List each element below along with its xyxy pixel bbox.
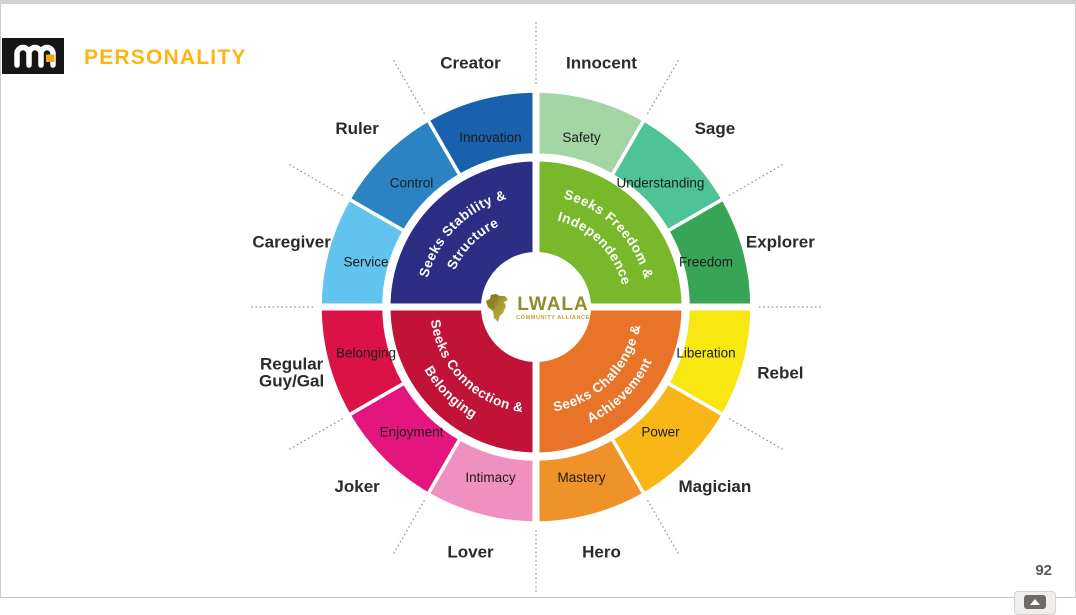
- attribute-label: Understanding: [617, 176, 705, 191]
- center-logo: LWALA COMMUNITY ALLIANCE: [462, 282, 612, 334]
- divider-line: [288, 417, 344, 451]
- archetype-label: Lover: [447, 542, 494, 561]
- center-logo-subtitle: COMMUNITY ALLIANCE: [516, 314, 590, 321]
- divider-line: [392, 499, 426, 555]
- divider-line: [728, 417, 784, 451]
- attribute-label: Innovation: [459, 130, 521, 145]
- page-title: PERSONALITY: [84, 46, 247, 69]
- arrow-up-icon: [1024, 595, 1046, 609]
- divider-line: [728, 163, 784, 197]
- attribute-label: Control: [390, 176, 434, 191]
- archetype-label: Sage: [695, 119, 736, 138]
- divider-line: [646, 59, 680, 115]
- archetype-label: Joker: [334, 477, 380, 496]
- divider-line: [392, 59, 426, 115]
- attribute-label: Liberation: [676, 346, 735, 361]
- archetype-label: Ruler: [335, 119, 379, 138]
- archetype-label: Innocent: [566, 54, 637, 73]
- divider-line: [288, 163, 344, 197]
- attribute-label: Intimacy: [465, 470, 516, 485]
- attribute-label: Safety: [562, 130, 601, 145]
- page-number: 92: [1035, 562, 1052, 579]
- collapse-panel-button[interactable]: [1014, 591, 1056, 615]
- center-logo-name: LWALA: [517, 293, 589, 315]
- attribute-label: Service: [343, 254, 388, 269]
- archetype-label: Caregiver: [252, 233, 331, 252]
- archetype-label: Explorer: [746, 233, 815, 252]
- window-top-bar: [0, 0, 1076, 4]
- archetype-label: Rebel: [757, 363, 803, 382]
- divider-line: [646, 499, 680, 555]
- attribute-label: Mastery: [558, 470, 606, 485]
- attribute-label: Power: [641, 424, 680, 439]
- archetype-label: Magician: [679, 477, 752, 496]
- brand-monogram-icon: [2, 38, 64, 74]
- attribute-label: Enjoyment: [380, 424, 444, 439]
- archetype-label: Creator: [440, 54, 501, 73]
- africa-map-icon: [486, 294, 509, 322]
- attribute-label: Belonging: [336, 346, 396, 361]
- archetype-label: Hero: [582, 542, 621, 561]
- wheel-hub: [481, 252, 591, 362]
- attribute-label: Freedom: [679, 254, 733, 269]
